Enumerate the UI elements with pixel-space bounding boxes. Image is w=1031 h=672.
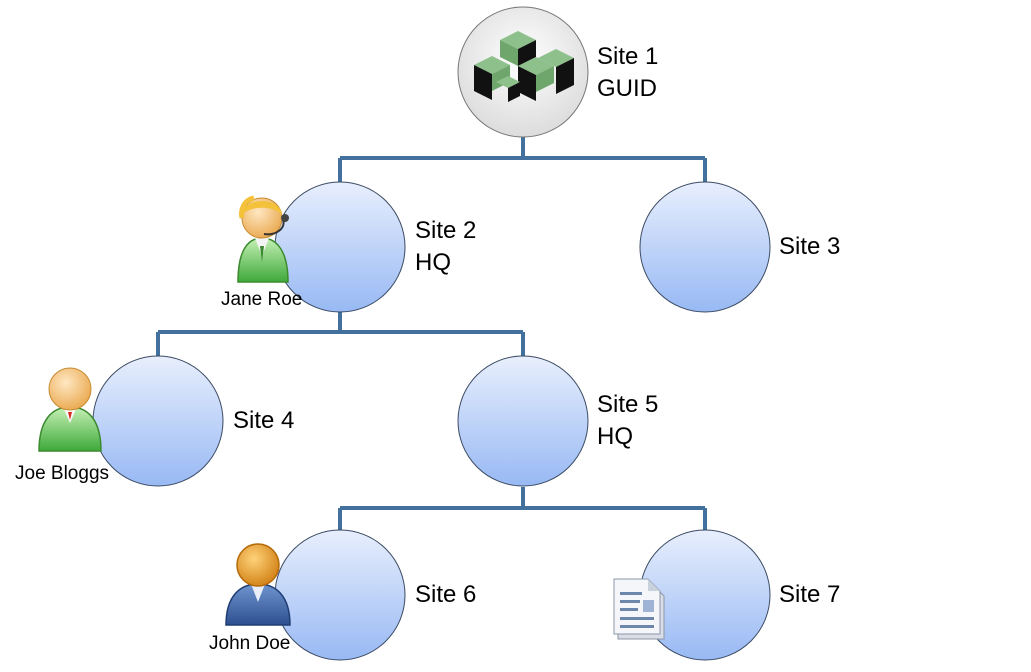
node-site-6 bbox=[274, 529, 406, 661]
site-2-title: Site 2 bbox=[415, 217, 476, 244]
site-5-subtitle: HQ bbox=[597, 423, 633, 450]
site-5-title: Site 5 bbox=[597, 391, 658, 418]
connector-site1-children bbox=[338, 136, 707, 182]
site-6-title: Site 6 bbox=[415, 581, 476, 608]
connector-site2-children bbox=[156, 312, 525, 356]
site-4-person-name: Joe Bloggs bbox=[15, 463, 109, 484]
site-3-title: Site 3 bbox=[779, 233, 840, 260]
user-green-icon bbox=[38, 367, 102, 452]
node-site-4 bbox=[92, 355, 224, 487]
node-site-3 bbox=[639, 181, 771, 313]
connector-site5-children bbox=[338, 487, 707, 530]
site-4-title: Site 4 bbox=[233, 407, 294, 434]
site-1-subtitle: GUID bbox=[597, 75, 657, 102]
document-icon bbox=[613, 578, 665, 640]
user-blue-icon bbox=[225, 543, 291, 626]
site-2-person-name: Jane Roe bbox=[221, 289, 302, 310]
site-1-title: Site 1 bbox=[597, 43, 658, 70]
site-2-subtitle: HQ bbox=[415, 249, 451, 276]
headset-user-icon bbox=[237, 195, 289, 283]
connectors bbox=[156, 136, 707, 530]
site-6-person-name: John Doe bbox=[209, 633, 290, 654]
generic-network-logo-icon bbox=[474, 31, 574, 102]
node-site-5 bbox=[457, 355, 589, 487]
site-7-title: Site 7 bbox=[779, 581, 840, 608]
node-site-1 bbox=[457, 6, 589, 138]
